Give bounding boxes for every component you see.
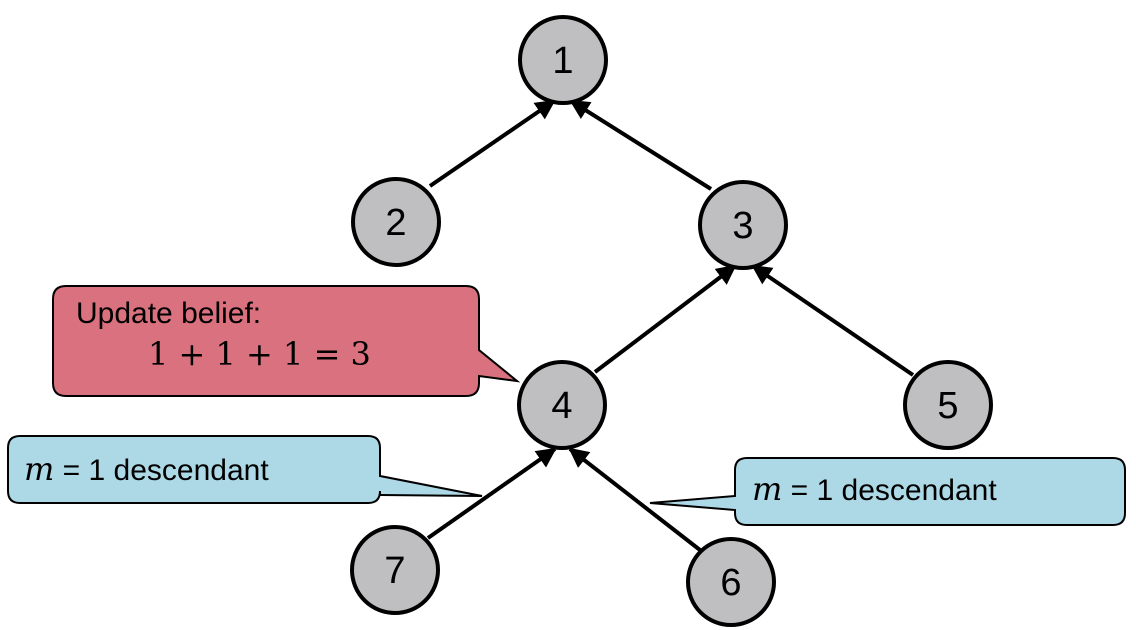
node-1: 1 [518, 15, 608, 105]
node-7: 7 [350, 525, 440, 615]
update-belief-equation: 1 + 1 + 1 = 3 [148, 335, 371, 373]
node-label: 7 [384, 550, 405, 592]
m-variable: m [752, 470, 782, 508]
right-descendant-label: m = 1 descendant [752, 470, 997, 508]
edge-3-to-1 [569, 99, 713, 191]
node-label: 2 [385, 202, 406, 244]
node-label: 5 [937, 385, 958, 427]
edge-5-to-3 [751, 264, 915, 377]
node-label: 1 [552, 40, 573, 82]
node-3: 3 [698, 180, 788, 270]
right-descendant-callout: m = 1 descendant [649, 457, 1126, 526]
update-belief-callout: Update belief: 1 + 1 + 1 = 3 [52, 285, 521, 397]
edge-4-to-3 [593, 264, 737, 374]
edge-2-to-1 [428, 99, 556, 188]
m-variable: m [24, 450, 54, 488]
left-descendant-callout: m = 1 descendant [7, 435, 483, 504]
update-belief-title: Update belief: [76, 297, 261, 330]
node-label: 3 [732, 205, 753, 247]
node-label: 4 [551, 385, 572, 427]
edge-7-to-4 [426, 447, 557, 540]
node-label: 6 [720, 562, 741, 604]
node-4: 4 [517, 360, 607, 450]
right-descendant-text: = 1 descendant [782, 474, 997, 507]
node-2: 2 [351, 177, 441, 267]
left-descendant-text: = 1 descendant [54, 454, 269, 487]
node-5: 5 [903, 360, 993, 450]
node-6: 6 [686, 537, 776, 627]
left-descendant-label: m = 1 descendant [24, 450, 269, 488]
edge-6-to-4 [568, 447, 702, 552]
